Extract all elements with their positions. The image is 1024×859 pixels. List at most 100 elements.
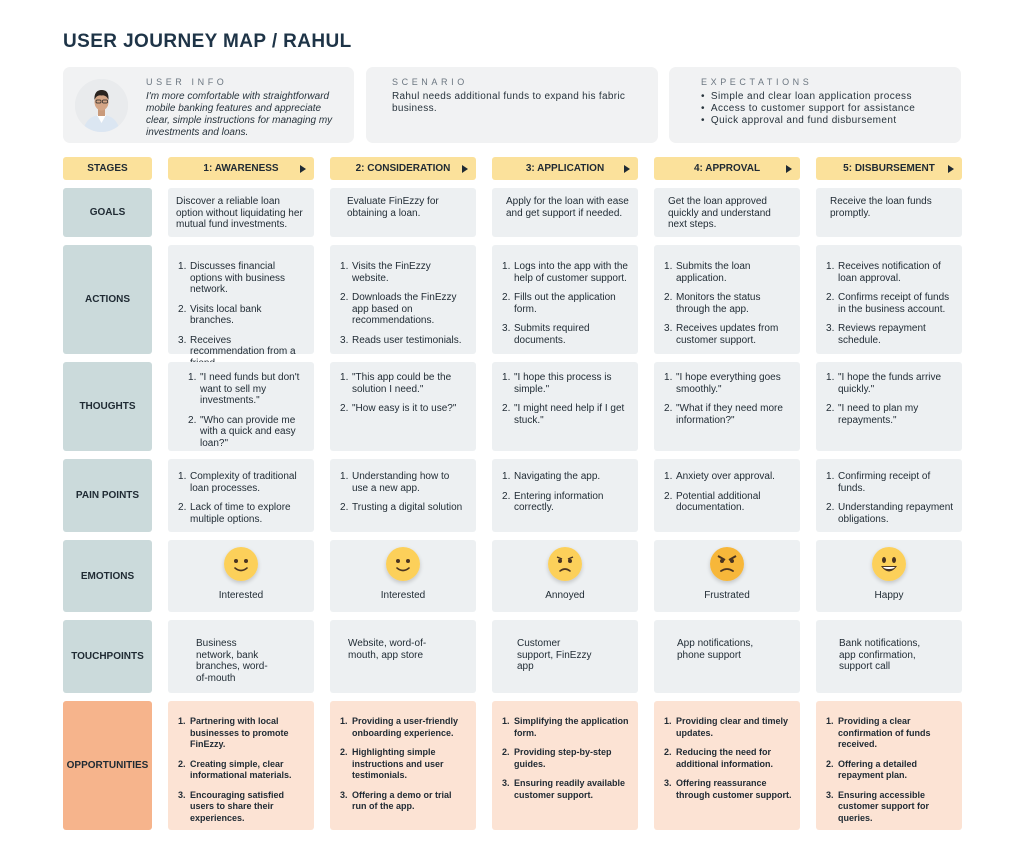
row-label-opportunities: OPPORTUNITIES	[63, 701, 152, 830]
goal-cell: Receive the loan funds promptly.	[816, 188, 962, 237]
thoughts-cell: "I hope the funds arrive quickly.""I nee…	[816, 362, 962, 451]
actions-cell: Submits the loan application.Monitors th…	[654, 245, 800, 354]
pain-points-item: Confirming receipt of funds.	[826, 471, 931, 494]
goal-text: Receive the loan funds promptly.	[830, 196, 932, 219]
actions-cell: Visits the FinEzzy website.Downloads the…	[330, 245, 476, 354]
stage-name: 1: AWARENESS	[203, 163, 279, 174]
opportunities-item: Partnering with local businesses to prom…	[178, 716, 289, 749]
pain-points-item: Trusting a digital solution	[340, 502, 463, 513]
row-label-emotions: EMOTIONS	[63, 540, 152, 612]
stage-header[interactable]: 4: APPROVAL	[654, 157, 800, 180]
stage-header[interactable]: 5: DISBURSEMENT	[816, 157, 962, 180]
actions-item: Receives notification of loan approval.	[826, 261, 941, 284]
touchpoint-text: App notifications, phone support	[677, 638, 754, 661]
actions-cell: Logs into the app with the help of custo…	[492, 245, 638, 354]
row-label-pain-points: PAIN POINTS	[63, 459, 152, 532]
opportunities-item: Offering a detailed repayment plan.	[826, 758, 918, 781]
emotion-label: Annoyed	[545, 590, 585, 601]
actions-list: Discusses financial options with busines…	[178, 261, 306, 377]
play-icon[interactable]	[300, 165, 306, 173]
pain-points-item: Navigating the app.	[502, 471, 601, 482]
play-icon[interactable]	[786, 165, 792, 173]
goal-text: Get the loan approved quickly and unders…	[668, 196, 771, 230]
actions-cell: Discusses financial options with busines…	[168, 245, 314, 369]
row-label-touchpoints: TOUCHPOINTS	[63, 620, 152, 693]
grinning-face-icon	[872, 547, 906, 581]
pain-points-item: Lack of time to explore multiple options…	[178, 502, 291, 525]
opportunities-item: Ensuring accessible customer support for…	[826, 789, 930, 823]
actions-list: Submits the loan application.Monitors th…	[664, 261, 792, 354]
goal-text: Apply for the loan with ease and get sup…	[506, 196, 629, 219]
actions-item: Confirms receipt of funds in the busines…	[826, 292, 950, 315]
thoughts-item: "I need funds but don't want to sell my …	[188, 372, 300, 406]
emotion-cell: Frustrated	[654, 540, 800, 612]
pain-points-list: Confirming receipt of funds.Understandin…	[826, 471, 954, 533]
thoughts-cell: "This app could be the solution I need."…	[330, 362, 476, 451]
touchpoint-cell: App notifications, phone support	[654, 620, 800, 693]
touchpoint-cell: Website, word-of-mouth, app store	[330, 620, 476, 693]
scenario-card: SCENARIO Rahul needs additional funds to…	[366, 67, 658, 143]
pain-points-item: Potential additional documentation.	[664, 490, 761, 514]
pain-points-cell: Navigating the app.Entering information …	[492, 459, 638, 532]
pain-points-item: Understanding how to use a new app.	[340, 471, 450, 494]
user-avatar	[75, 79, 128, 132]
touchpoint-text: Bank notifications, app confirmation, su…	[839, 638, 921, 672]
expectations-label: EXPECTATIONS	[701, 77, 813, 87]
slight-smile-icon	[386, 547, 420, 581]
actions-item: Logs into the app with the help of custo…	[502, 261, 628, 284]
play-icon[interactable]	[624, 165, 630, 173]
scenario-label: SCENARIO	[392, 77, 468, 87]
opportunities-list: Partnering with local businesses to prom…	[178, 716, 306, 832]
thoughts-list: "I need funds but don't want to sell my …	[188, 372, 306, 457]
touchpoint-cell: Bank notifications, app confirmation, su…	[816, 620, 962, 693]
touchpoint-cell: Business network, bank branches, word-of…	[168, 620, 314, 693]
slight-smile-icon	[224, 547, 258, 581]
opportunities-cell: Simplifying the application form.Providi…	[492, 701, 638, 830]
row-label-thoughts: THOUGHTS	[63, 362, 152, 451]
thoughts-item: "This app could be the solution I need."	[340, 372, 452, 395]
play-icon[interactable]	[948, 165, 954, 173]
expectations-card: EXPECTATIONS Simple and clear loan appli…	[669, 67, 961, 143]
opportunities-list: Simplifying the application form.Providi…	[502, 716, 630, 809]
emotion-cell: Happy	[816, 540, 962, 612]
stage-name: 2: CONSIDERATION	[355, 163, 451, 174]
goal-cell: Get the loan approved quickly and unders…	[654, 188, 800, 237]
play-icon[interactable]	[462, 165, 468, 173]
opportunities-item: Encouraging satisfied users to share the…	[178, 789, 285, 823]
pain-points-list: Navigating the app.Entering information …	[502, 471, 630, 522]
thoughts-item: "Who can provide me with a quick and eas…	[188, 414, 296, 449]
opportunities-item: Providing clear and timely updates.	[664, 716, 789, 738]
emotion-cell: Annoyed	[492, 540, 638, 612]
opportunities-cell: Partnering with local businesses to prom…	[168, 701, 314, 830]
actions-item: Reviews repayment schedule.	[826, 323, 926, 346]
pain-points-list: Understanding how to use a new app. Trust…	[340, 471, 468, 522]
stage-header[interactable]: 2: CONSIDERATION	[330, 157, 476, 180]
expectation-item: Access to customer support for assistanc…	[701, 103, 947, 115]
thoughts-list: "I hope the funds arrive quickly.""I nee…	[826, 372, 954, 434]
thoughts-item: "I need to plan my repayments."	[826, 403, 919, 426]
stage-header[interactable]: 3: APPLICATION	[492, 157, 638, 180]
goal-text: Evaluate FinEzzy for obtaining a loan.	[347, 196, 439, 219]
opportunities-item: Offering reassurance through customer su…	[664, 778, 792, 800]
thoughts-item: "I might need help if I get stuck."	[502, 403, 625, 426]
thoughts-list: "I hope everything goes smoothly.""What …	[664, 372, 792, 434]
emotion-label: Frustrated	[704, 590, 750, 601]
opportunities-item: Providing step-by-step guides.	[502, 747, 612, 769]
opportunities-cell: Providing a user-friendly onboarding exp…	[330, 701, 476, 830]
pain-points-cell: Confirming receipt of funds.Understandin…	[816, 459, 962, 532]
stage-header[interactable]: 1: AWARENESS	[168, 157, 314, 180]
expectations-list: Simple and clear loan application proces…	[701, 91, 947, 127]
goal-text: Discover a reliable loan option without …	[176, 196, 303, 230]
emotion-label: Happy	[874, 590, 904, 601]
user-info-text: I'm more comfortable with straightforwar…	[146, 91, 333, 138]
angry-face-icon	[710, 547, 744, 581]
thoughts-cell: "I hope this process is simple." "I might…	[492, 362, 638, 451]
thoughts-item: "I hope this process is simple."	[502, 372, 612, 395]
goal-cell: Apply for the loan with ease and get sup…	[492, 188, 638, 237]
stage-name: 3: APPLICATION	[525, 163, 605, 174]
opportunities-list: Providing a user-friendly onboarding exp…	[340, 716, 468, 821]
actions-list: Logs into the app with the help of custo…	[502, 261, 630, 354]
opportunities-list: Providing clear and timely updates.Reduc…	[664, 716, 792, 809]
actions-list: Visits the FinEzzy website.Downloads the…	[340, 261, 468, 354]
touchpoint-cell: Customer support, FinEzzy app	[492, 620, 638, 693]
